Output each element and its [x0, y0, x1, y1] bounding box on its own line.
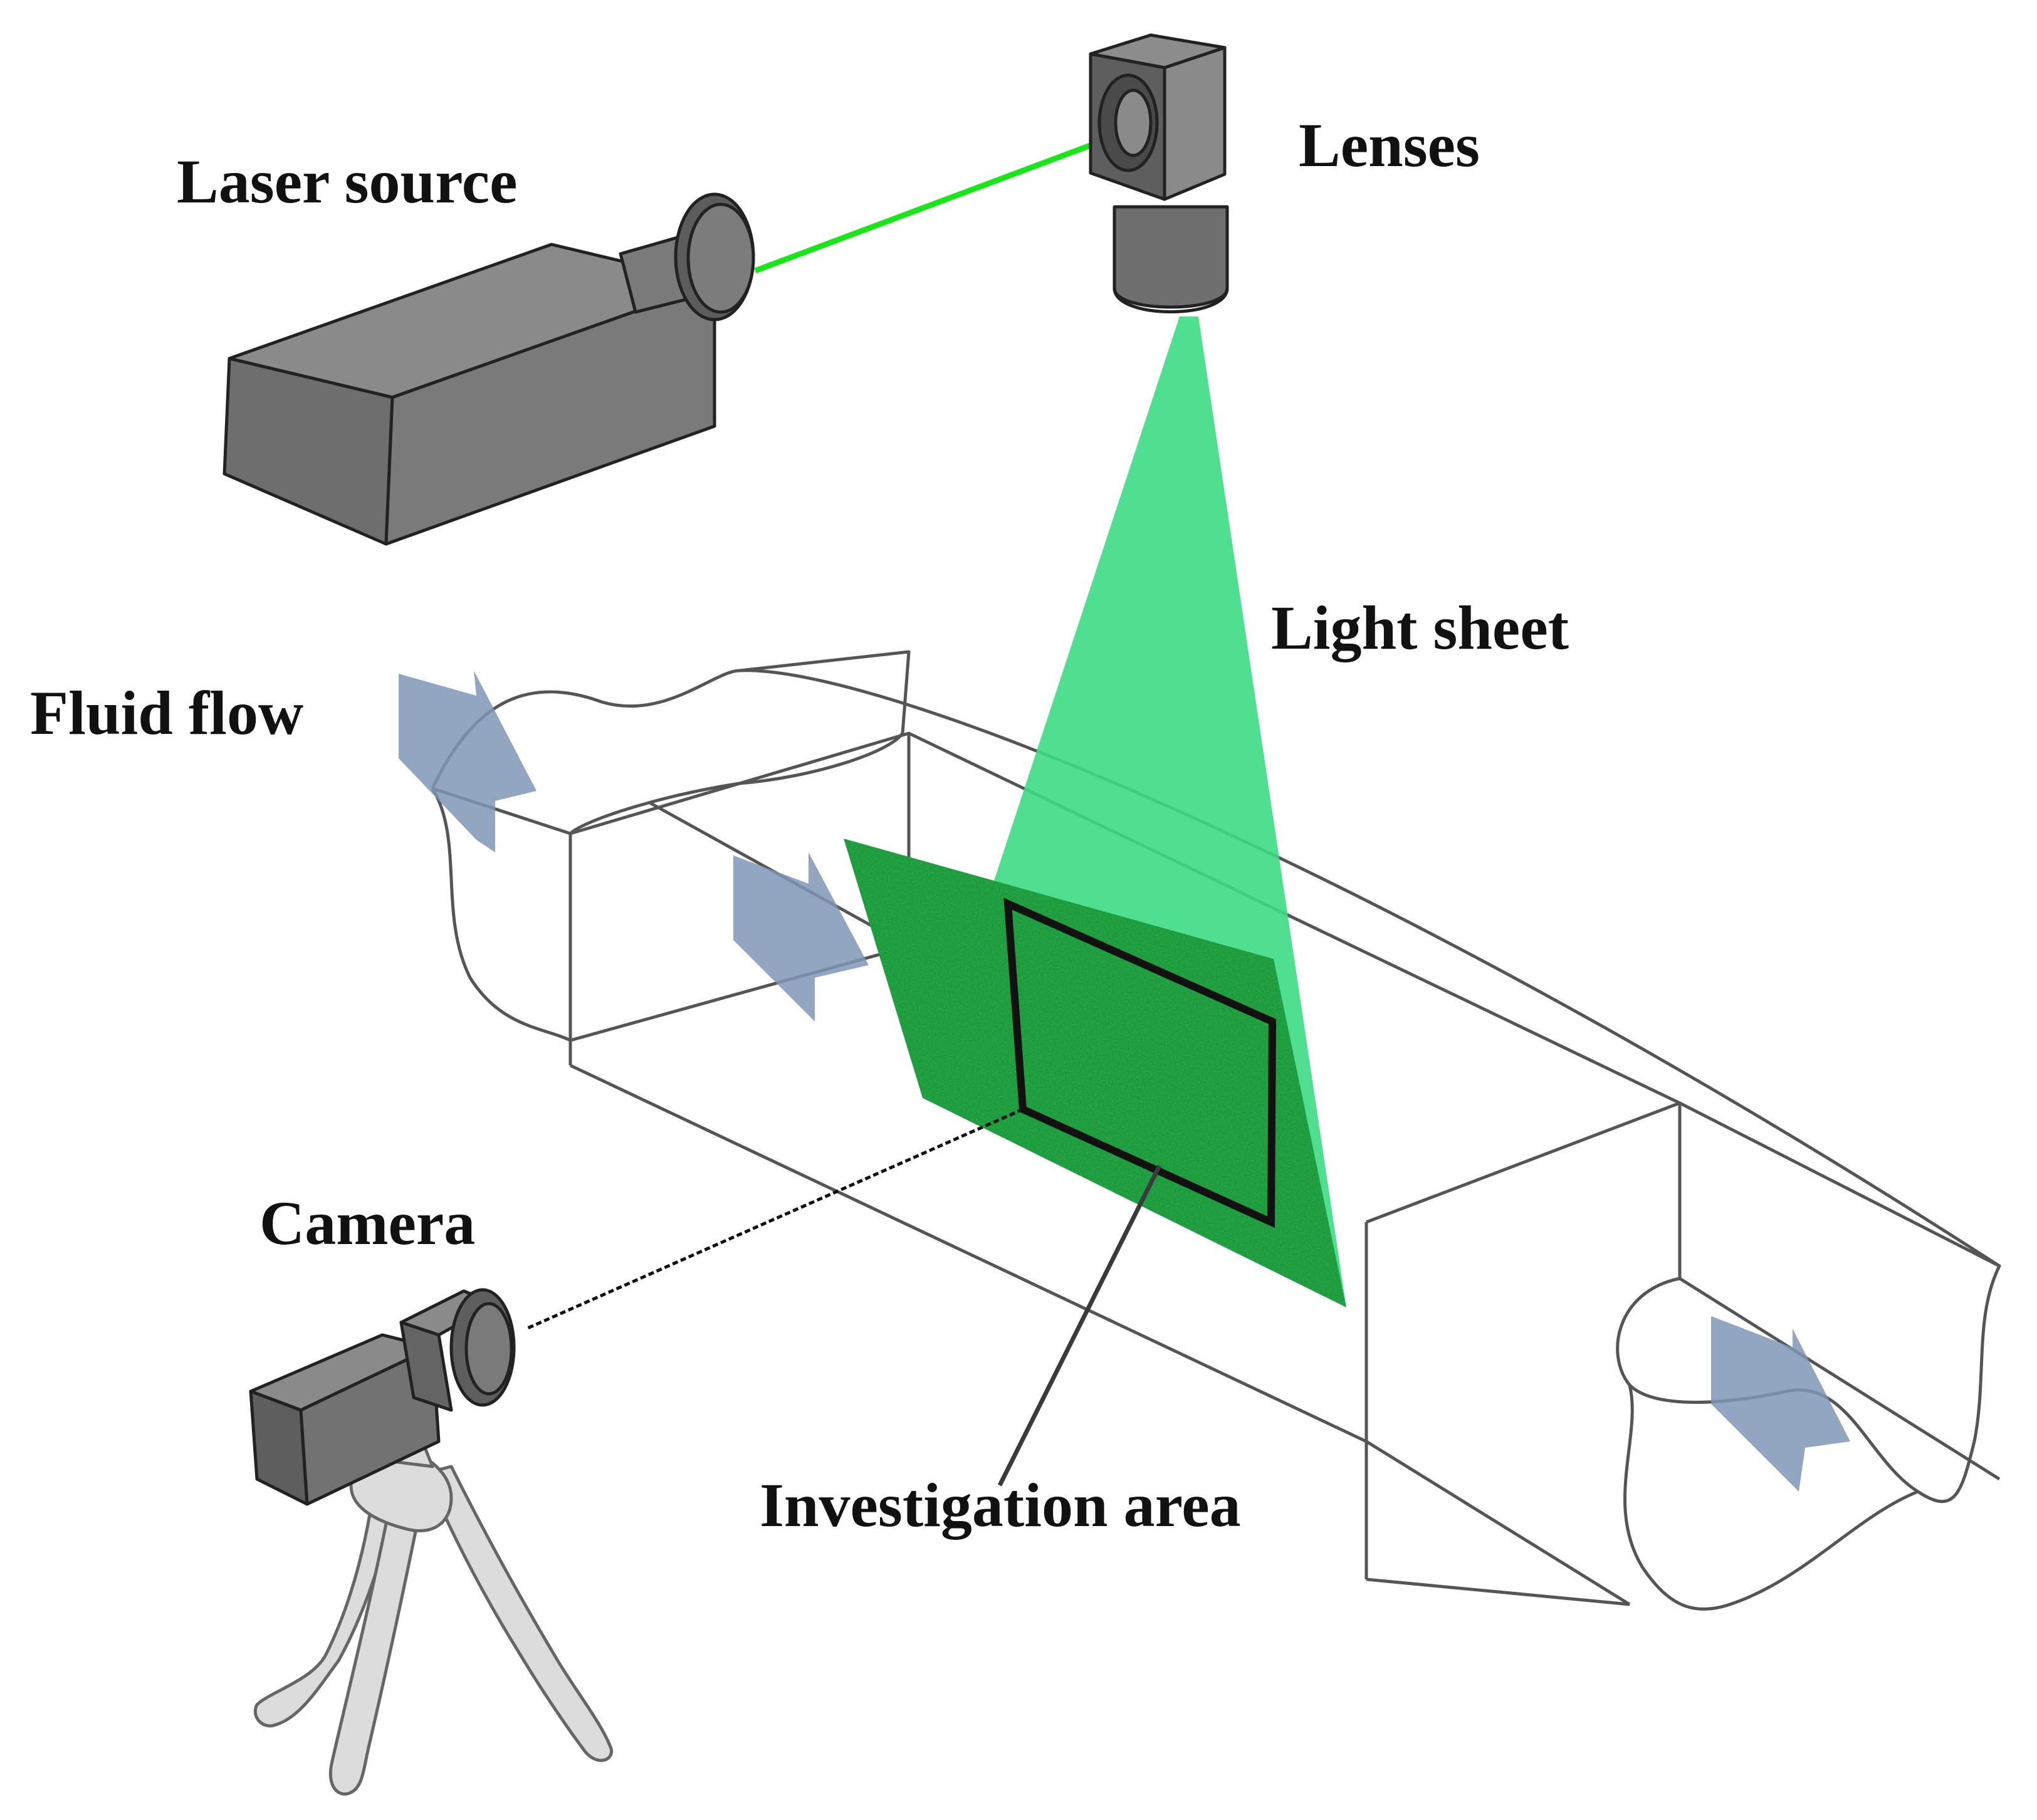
laser-beam [754, 120, 1152, 274]
camera-icon [249, 1288, 516, 1506]
flow-arrow-icon [399, 671, 537, 852]
fluid-flow-label: Fluid flow [30, 678, 304, 748]
investigation-area-leader [997, 1164, 1162, 1487]
channel-left-cut [431, 650, 911, 835]
flow-channel [431, 650, 2001, 1611]
channel-right-box [1366, 1101, 1682, 1279]
flow-arrow-icon [733, 852, 869, 1022]
laser-source-label: Laser source [177, 147, 518, 216]
channel-right-cut [1616, 1101, 2001, 1504]
light-sheet-label: Light sheet [1271, 593, 1569, 662]
camera-label: Camera [259, 1188, 476, 1258]
lens-assembly-icon [1089, 33, 1229, 313]
laser-source-icon [223, 192, 755, 546]
light-sheet [844, 316, 1346, 1307]
flow-arrow-icon [1711, 1316, 1850, 1492]
investigation-area-label: Investigation area [760, 1470, 1241, 1540]
flow-arrows [399, 671, 1850, 1492]
camera-sight-line [525, 1107, 1024, 1331]
lenses-label: Lenses [1299, 110, 1480, 180]
tripod-icon [253, 1430, 613, 1796]
investigation-area-frame [997, 897, 1277, 1487]
